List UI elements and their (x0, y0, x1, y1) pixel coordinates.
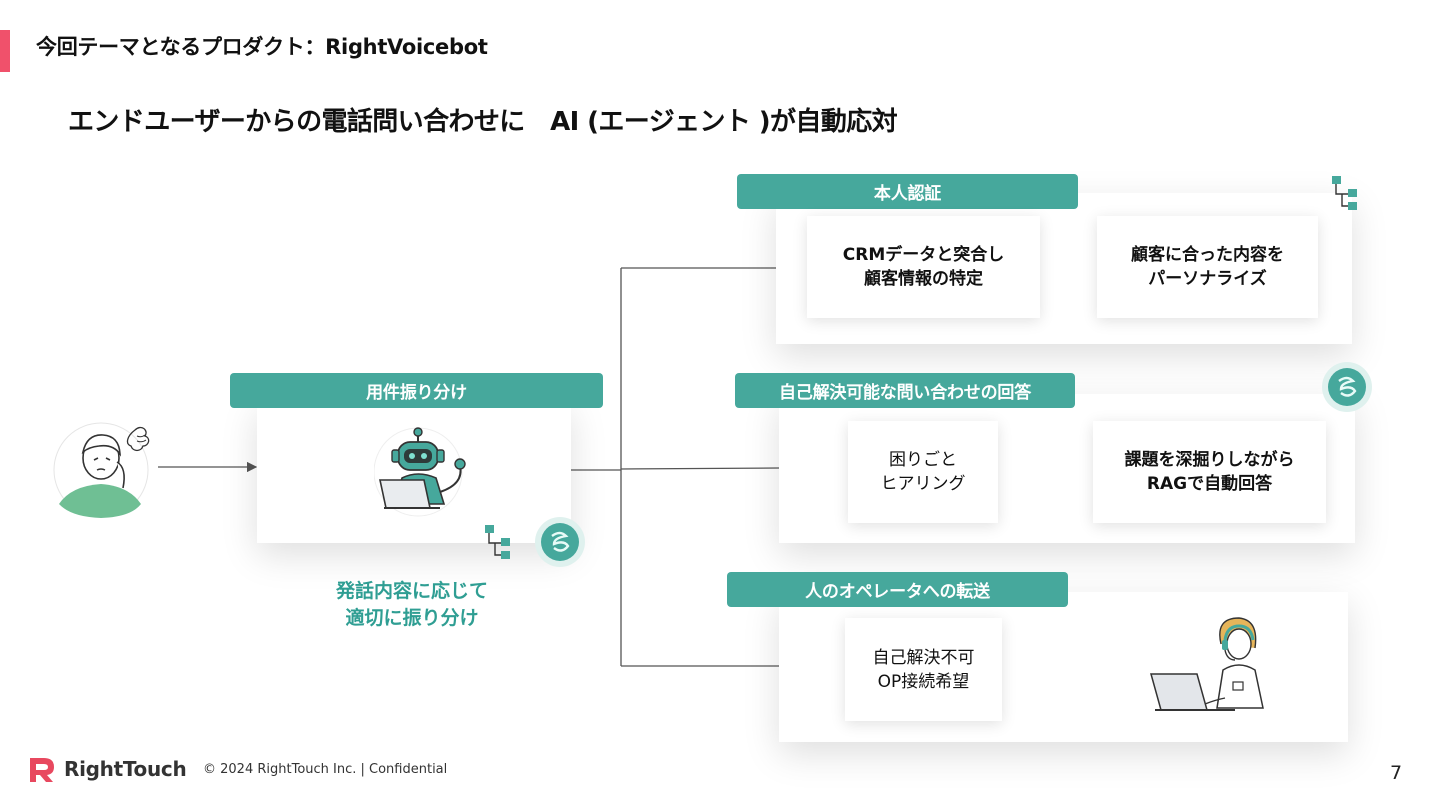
footer-logo-text: RightTouch (64, 757, 187, 781)
transfer-label: 人のオペレータへの転送 (727, 572, 1068, 607)
auth-step-1: CRMデータと突合し 顧客情報の特定 (807, 216, 1040, 318)
accent-bar (0, 30, 10, 72)
auth-label: 本人認証 (737, 174, 1078, 209)
page-number: 7 (1390, 762, 1403, 784)
operator-person-icon (1145, 614, 1273, 718)
footer-copyright: © 2024 RightTouch Inc. | Confidential (203, 762, 448, 777)
ai-swirl-icon (1321, 361, 1373, 413)
transfer-step-1: 自己解決不可 OP接続希望 (845, 618, 1002, 721)
workflow-tree-icon (1330, 174, 1368, 212)
routing-label: 用件振り分け (230, 373, 603, 408)
workflow-tree-icon (483, 523, 521, 561)
routing-caption: 発話内容に応じて 適切に振り分け (335, 580, 488, 629)
caller-person-icon (51, 420, 163, 520)
selfsolve-step-1: 困りごと ヒアリング (848, 421, 998, 523)
auth-step-2: 顧客に合った内容を パーソナライズ (1097, 216, 1318, 318)
selfsolve-label: 自己解決可能な問い合わせの回答 (735, 373, 1075, 408)
main-title: エンドユーザーからの電話問い合わせに AI (エージェント )が自動応対 (68, 107, 898, 137)
page-heading: 今回テーマとなるプロダクト：RightVoicebot (36, 35, 488, 59)
ai-swirl-icon (534, 516, 586, 568)
brand-logo-icon (30, 758, 54, 782)
robot-agent-icon (373, 422, 470, 518)
footer-logo: RightTouch (28, 756, 187, 782)
selfsolve-step-2: 課題を深掘りしながら RAGで自動回答 (1093, 421, 1326, 523)
